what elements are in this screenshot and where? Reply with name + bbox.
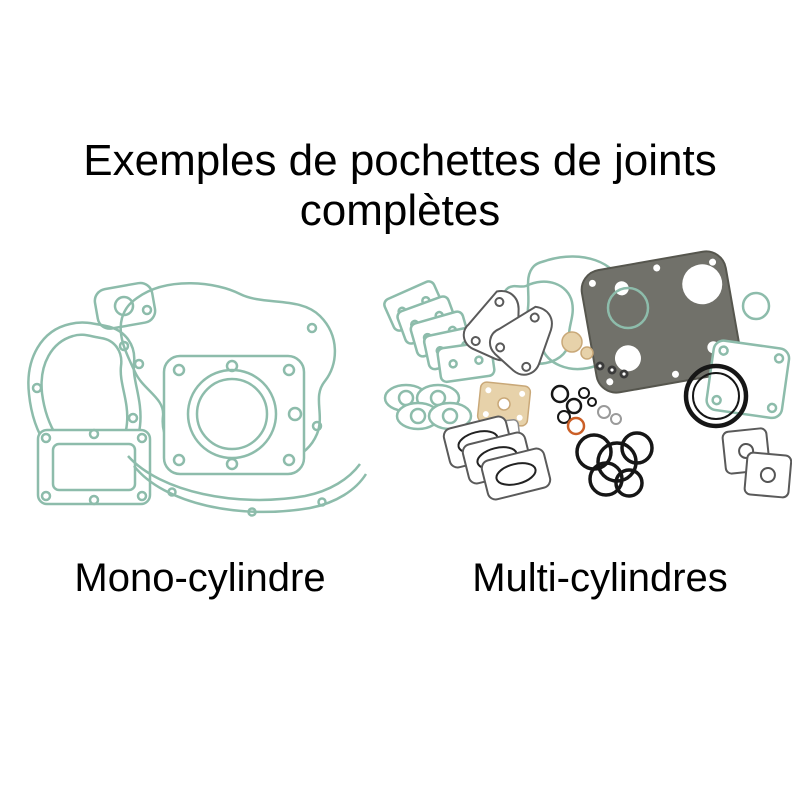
white-gasket-stack [442, 415, 552, 501]
mono-gasket-set [27, 281, 368, 517]
small-o-rings [550, 384, 597, 424]
reed-valve-gasket [36, 428, 152, 506]
page-title-line-1: Exemples de pochettes de joints [83, 136, 717, 185]
bottom-right-plates [721, 427, 792, 499]
page-title-line-2: complètes [299, 186, 501, 236]
curved-base-gasket [127, 455, 368, 517]
intake-gasket-pair [383, 383, 473, 431]
triangular-cover-gaskets [462, 290, 553, 376]
multi-gasket-set-image [383, 250, 792, 501]
big-black-o-ring [683, 363, 749, 429]
mono-cylinder-label: Mono-cylindre [74, 556, 326, 600]
right-teal-plate [705, 339, 791, 420]
orange-o-ring [566, 416, 586, 436]
small-cover-gasket [93, 281, 157, 330]
cylinder-head-gasket [162, 354, 306, 476]
multi-cylinder-gasket-illustration [376, 246, 792, 534]
gray-rings [597, 405, 622, 425]
beige-base-gasket [476, 381, 532, 427]
dark-composite-gasket [580, 250, 742, 394]
mono-gasket-set-image [27, 281, 368, 517]
mono-cylinder-gasket-illustration [12, 266, 378, 546]
washers [595, 361, 629, 379]
multi-cylinder-label: Multi-cylindres [472, 556, 728, 600]
page-title: Exemples de pochettes de joints complète… [0, 136, 800, 236]
multi-gasket-set [383, 250, 792, 501]
tan-round-gaskets [561, 331, 594, 360]
caption-row: Mono-cylindre Multi-cylindres [0, 556, 800, 601]
large-o-ring-cluster [575, 431, 654, 498]
